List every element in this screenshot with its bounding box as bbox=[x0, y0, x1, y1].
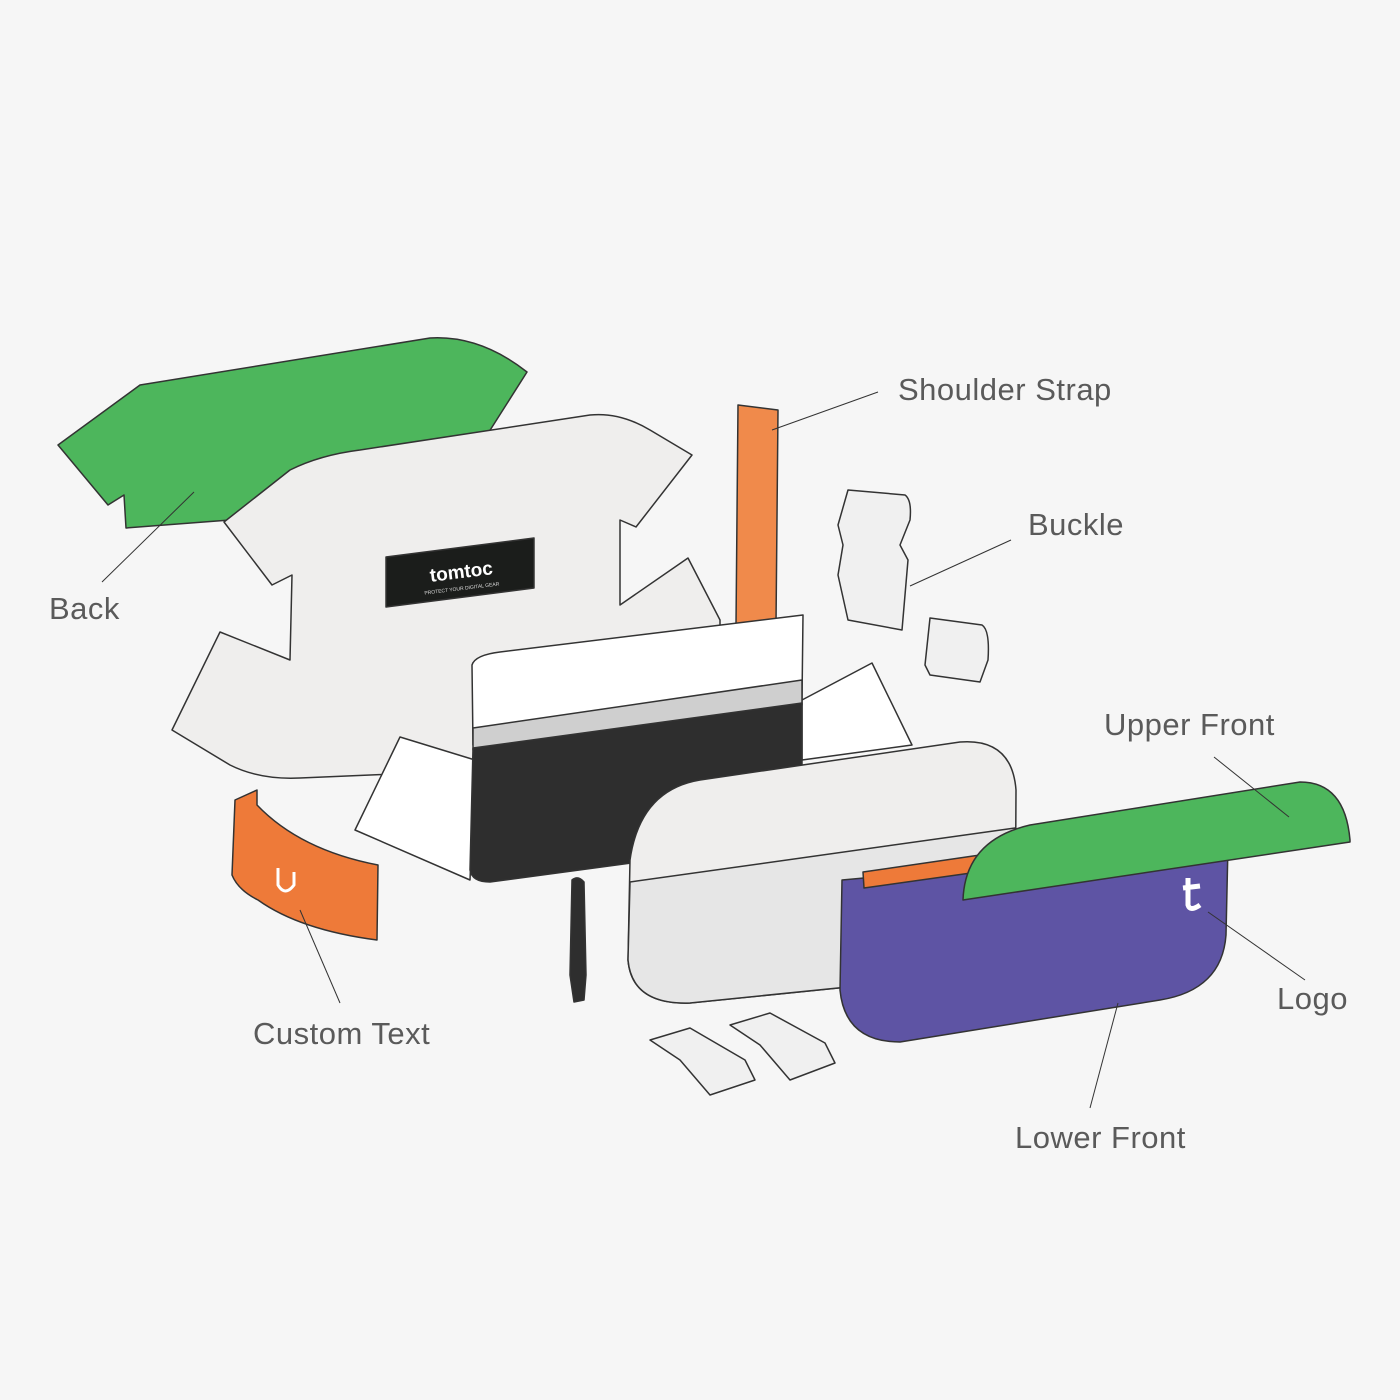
lower-front-panel bbox=[839, 844, 1229, 1043]
label-back: Back bbox=[49, 591, 120, 626]
leader-custom-text bbox=[299, 909, 341, 1004]
label-upper-front: Upper Front bbox=[1104, 707, 1275, 742]
label-shoulder-strap: Shoulder Strap bbox=[898, 372, 1112, 407]
logo-mark bbox=[1182, 878, 1202, 911]
shoulder-strap-part bbox=[735, 404, 779, 626]
zipper-puller bbox=[569, 877, 587, 1003]
leader-lines bbox=[101, 391, 1306, 1109]
slider-part bbox=[924, 617, 990, 683]
label-buckle: Buckle bbox=[1028, 507, 1125, 542]
label-logo: Logo bbox=[1277, 981, 1348, 1016]
leader-strap bbox=[771, 391, 879, 431]
upper-front-panel bbox=[962, 781, 1351, 901]
back-panel bbox=[57, 337, 528, 529]
brand-tag bbox=[385, 537, 535, 608]
inner-top bbox=[471, 614, 804, 746]
custom-text-patch bbox=[231, 789, 379, 941]
leader-upper-front bbox=[1213, 756, 1290, 818]
buckle-part bbox=[837, 489, 912, 631]
custom-text-glyph bbox=[276, 868, 296, 893]
side-buckle-1 bbox=[649, 1027, 756, 1096]
label-lower-front: Lower Front bbox=[1015, 1120, 1186, 1155]
label-custom-text: Custom Text bbox=[253, 1016, 431, 1051]
leader-back bbox=[101, 491, 195, 583]
inner-side-right bbox=[801, 662, 913, 761]
leader-buckle bbox=[909, 539, 1012, 587]
leader-lower-front bbox=[1089, 1002, 1119, 1109]
leader-logo bbox=[1207, 911, 1306, 981]
side-buckle-2 bbox=[729, 1012, 836, 1081]
